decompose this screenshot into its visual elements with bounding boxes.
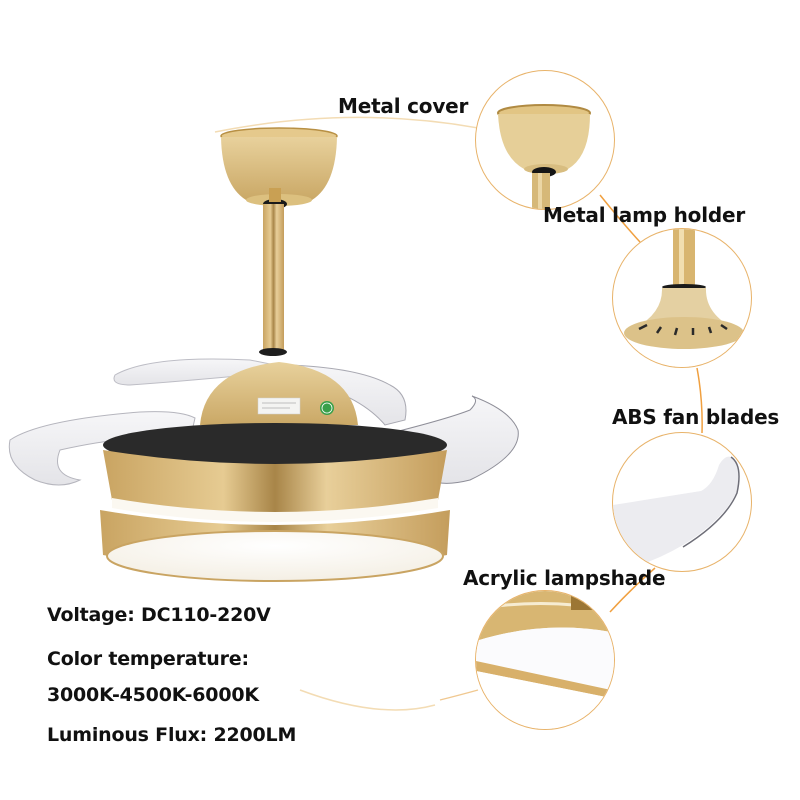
spec-color-temperature-values: 3000K-4500K-6000K bbox=[47, 684, 259, 706]
lamp-holder-detail-image bbox=[624, 229, 744, 367]
callout-label-acrylic-lampshade: Acrylic lampshade bbox=[463, 566, 666, 590]
callout-label-abs-fan-blades: ABS fan blades bbox=[612, 405, 780, 429]
spec-luminous-flux: Luminous Flux: 2200LM bbox=[47, 724, 297, 746]
callout-circle-metal-cover bbox=[475, 70, 615, 210]
callout-label-metal-cover: Metal cover bbox=[338, 94, 469, 118]
callout-circle-abs-fan-blades bbox=[612, 432, 752, 572]
fan-blade-detail-image bbox=[613, 456, 740, 571]
callout-label-metal-lamp-holder: Metal lamp holder bbox=[543, 203, 745, 227]
spec-color-temperature-label: Color temperature: bbox=[47, 648, 249, 670]
callout-circle-acrylic-lampshade bbox=[475, 590, 615, 730]
lampshade-detail-image bbox=[476, 591, 614, 729]
spec-voltage: Voltage: DC110-220V bbox=[47, 604, 271, 626]
metal-cover-detail-image bbox=[497, 104, 591, 209]
callout-circle-metal-lamp-holder bbox=[612, 228, 752, 368]
ceiling-fan-image bbox=[8, 127, 519, 582]
